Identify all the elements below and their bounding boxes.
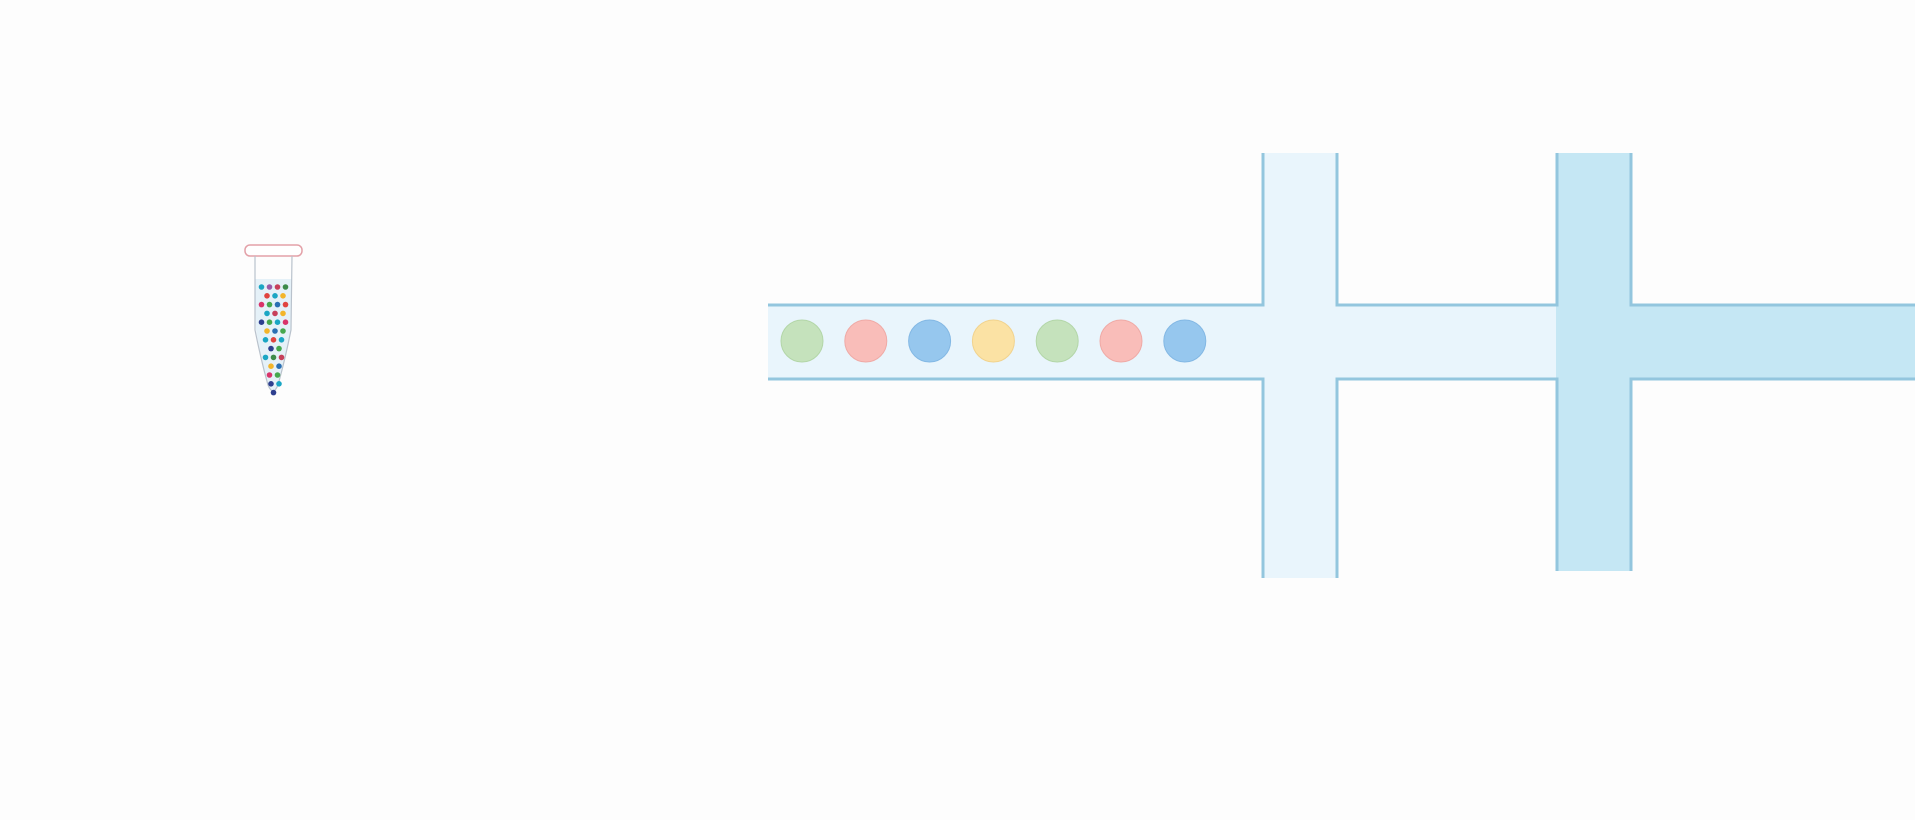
bead [268,381,274,387]
bead [274,319,281,326]
bead [266,284,273,290]
bead [276,363,282,370]
bead [278,354,285,361]
bead [280,293,286,299]
bead [258,284,265,290]
cross-channel-2 [1557,153,1631,571]
bead [268,363,274,370]
bead [266,372,273,378]
bead [272,328,278,334]
channel-top-wall [768,153,1265,307]
bead [274,284,281,290]
droplet [1163,319,1207,363]
droplet [971,319,1015,363]
tube-beads [258,284,289,396]
tube-cap [244,244,303,257]
channel-bottom-wall [768,377,1265,578]
channel-bottom-wall-right [1629,377,1915,571]
bead [262,354,269,361]
tube-liquid [255,279,292,390]
droplet [1035,319,1079,363]
bead [272,293,278,299]
bead [258,319,265,326]
droplet [908,319,952,363]
bead [282,284,289,290]
droplet [844,319,888,363]
channel-bottom-wall-mid [1335,377,1559,578]
bead [278,337,285,343]
droplet [1099,319,1143,363]
channel-borders [768,153,1915,578]
bead [280,328,286,334]
cross-channel-1 [1263,153,1337,578]
bead [282,301,289,308]
channel-droplets [780,319,1207,363]
main-channel-light [768,305,1558,379]
bead [270,337,277,343]
bead [276,381,282,387]
bead [280,310,286,317]
droplet [780,319,824,363]
bead [270,389,277,396]
bead [264,310,270,317]
bead [270,354,277,361]
bead [274,372,281,378]
bead [262,337,269,343]
bead [272,310,278,317]
channel-top-wall-right [1629,153,1915,307]
bead [264,293,270,299]
bead [266,319,273,326]
bead [264,328,270,334]
bead [276,345,282,352]
channel-top-wall-mid [1335,153,1559,307]
sample-tube [244,244,303,396]
bead [268,345,274,352]
bead [282,319,289,326]
bead [258,301,265,308]
microfluidic-channel [768,153,1915,578]
bead [274,301,281,308]
bead [266,301,273,308]
